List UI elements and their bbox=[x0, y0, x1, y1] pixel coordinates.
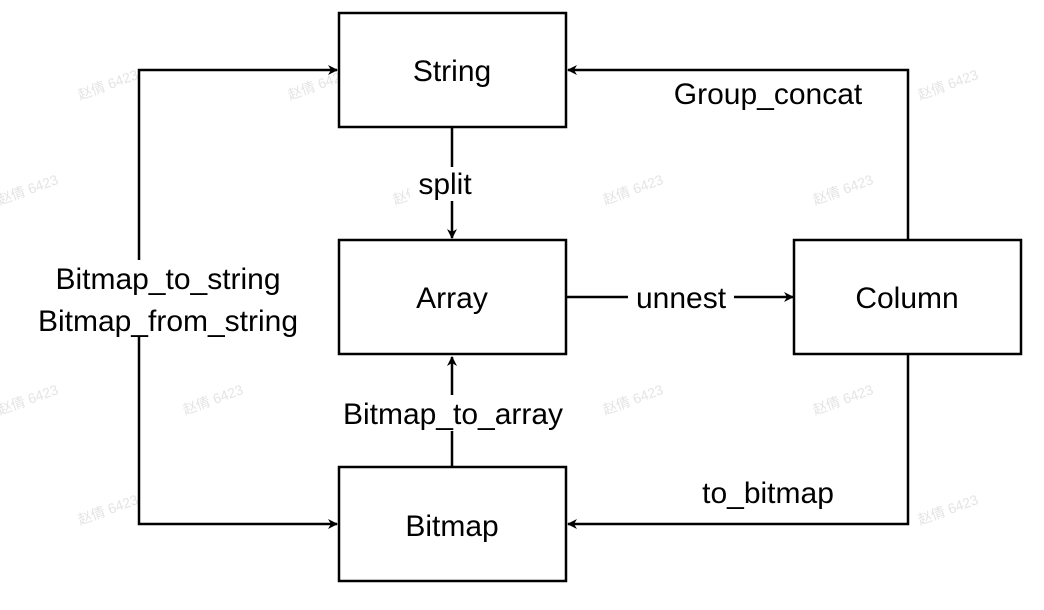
watermark-text: 赵倩 6423 bbox=[181, 381, 246, 418]
node-string: String bbox=[337, 11, 568, 129]
watermark-text: 赵倩 6423 bbox=[811, 381, 876, 418]
watermark-text: 赵倩 6423 bbox=[811, 171, 876, 208]
edge-bitmap-to-string-arrow bbox=[137, 65, 338, 297]
watermark-text: 赵倩 6423 bbox=[76, 66, 141, 103]
edge-label-to-bitmap: to_bitmap bbox=[702, 477, 834, 510]
node-bitmap-box bbox=[337, 465, 568, 583]
watermark-text: 赵倩 6423 bbox=[0, 381, 60, 418]
edge-label-group-concat: Group_concat bbox=[674, 78, 863, 111]
node-string-label: String bbox=[413, 55, 491, 88]
node-array-box bbox=[337, 238, 568, 356]
edge-label-unnest: unnest bbox=[636, 282, 727, 315]
watermark-text: 赵倩 6423 bbox=[916, 66, 981, 103]
watermark-text: 赵倩 6423 bbox=[76, 491, 141, 528]
edge-group-concat-arrow bbox=[567, 65, 910, 240]
edge-to-bitmap-arrow bbox=[567, 354, 910, 529]
node-column-label: Column bbox=[855, 282, 958, 315]
edge-labels: split Bitmap_to_array unnest Group_conca… bbox=[20, 78, 863, 510]
watermark-text: 赵倩 6423 bbox=[601, 171, 666, 208]
watermark-text: 赵倩 6423 bbox=[0, 171, 60, 208]
node-column-box bbox=[792, 238, 1023, 356]
edge-label-bg bbox=[628, 280, 734, 314]
edge-label-bitmap-to-array: Bitmap_to_array bbox=[343, 398, 563, 431]
edge-label-bg bbox=[20, 260, 318, 336]
edge-label-bitmap-to-string: Bitmap_to_string bbox=[55, 263, 280, 296]
node-column: Column bbox=[792, 238, 1023, 356]
edge-label-bitmap-from-string: Bitmap_from_string bbox=[38, 305, 298, 338]
watermark-text: 赵倩 6423 bbox=[601, 381, 666, 418]
edge-bitmap-from-string-arrow bbox=[137, 297, 338, 529]
watermark-text: 赵倩 6423 bbox=[916, 491, 981, 528]
edge-label-bg bbox=[328, 395, 578, 431]
edge-label-split: split bbox=[418, 168, 472, 201]
node-array: Array bbox=[337, 238, 568, 356]
node-array-label: Array bbox=[416, 282, 488, 315]
node-string-box bbox=[337, 11, 568, 129]
edge-label-bg bbox=[410, 167, 494, 201]
node-bitmap-label: Bitmap bbox=[405, 510, 498, 543]
node-bitmap: Bitmap bbox=[337, 465, 568, 583]
